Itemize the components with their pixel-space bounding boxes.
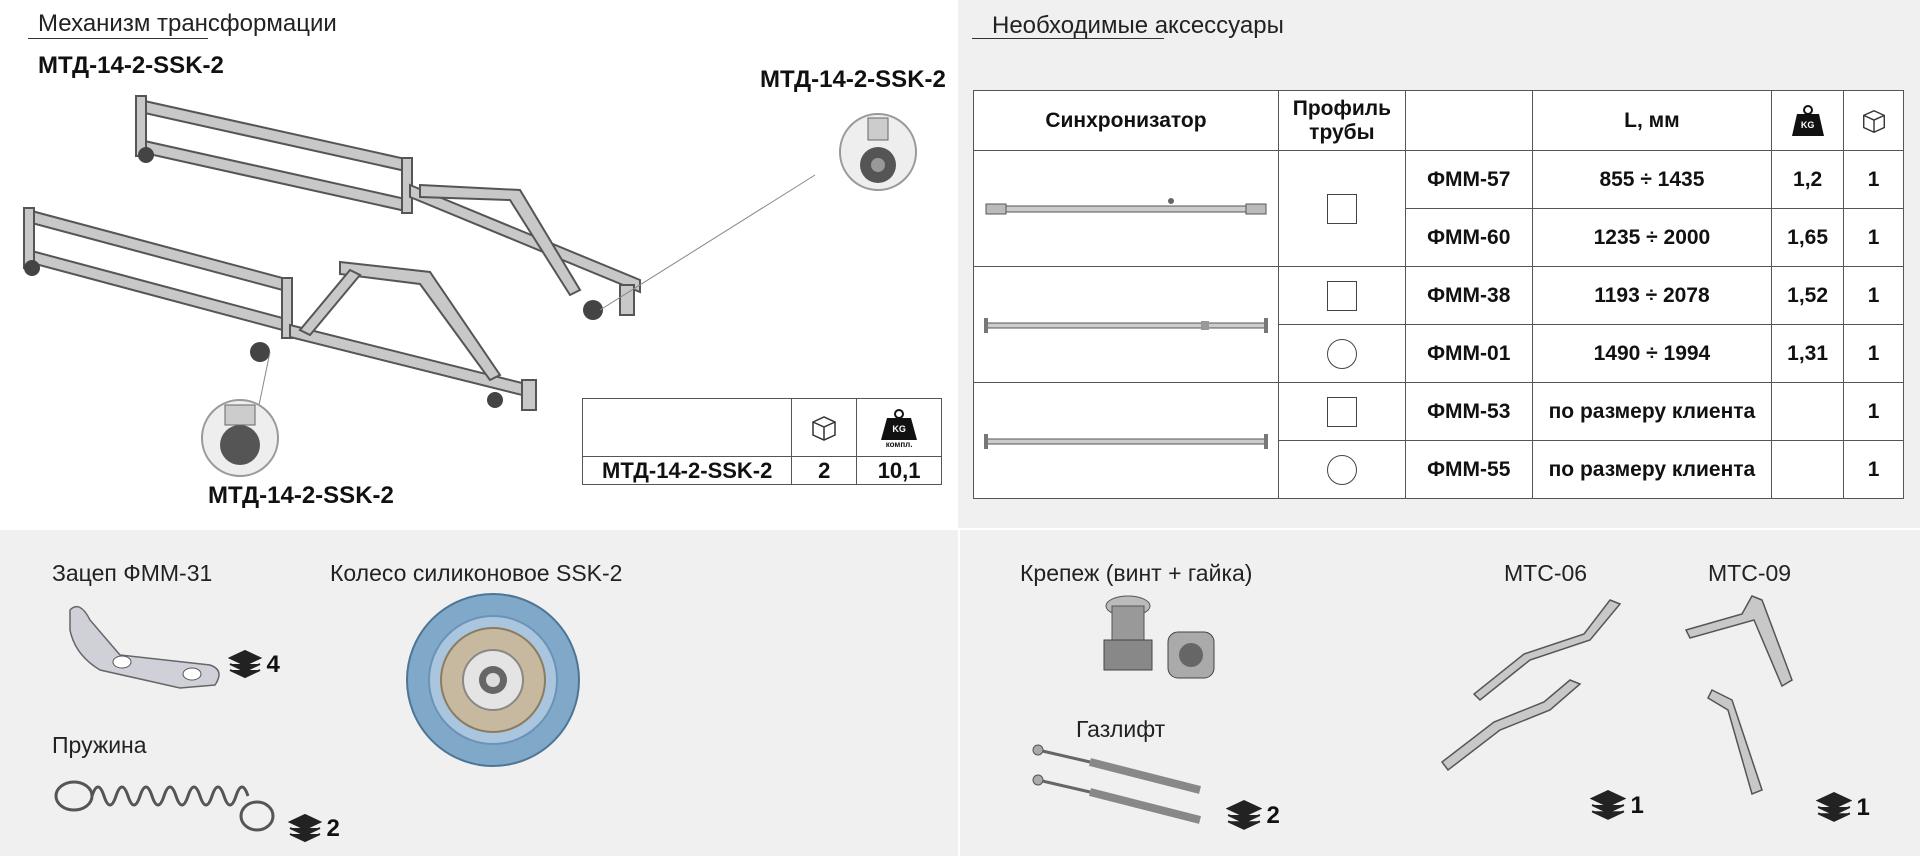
weight-cell: 1,65: [1771, 208, 1845, 267]
spring-qty: 2: [326, 815, 340, 842]
mtc06-label: МТС-06: [1504, 560, 1588, 586]
length-cell: 855 ÷ 1435: [1531, 150, 1773, 209]
code-cell: ФММ-60: [1404, 208, 1533, 267]
wheel-image: [406, 593, 580, 767]
square-profile-icon: [1326, 193, 1357, 224]
hook-qty-group: 4: [228, 650, 280, 680]
square-profile-icon: [1326, 396, 1357, 427]
title-underline: [28, 38, 208, 39]
length-cell: 1235 ÷ 2000: [1531, 208, 1773, 267]
spec-weight: 10,1: [856, 456, 942, 485]
gaslift-qty: 2: [1266, 802, 1280, 829]
qty-cell: 1: [1843, 382, 1904, 441]
header-length: L, мм: [1531, 90, 1773, 151]
gaslift-image: [1032, 744, 1201, 824]
weight-cell: 1,2: [1771, 150, 1845, 209]
stack-icon: [288, 814, 322, 843]
spring-label: Пружина: [52, 732, 147, 758]
weight-icon: KG: [1791, 104, 1825, 137]
model-label-top-left: МТД-14-2-SSK-2: [38, 52, 224, 79]
header-profile: Профиль трубы: [1277, 90, 1406, 151]
header-sync: Синхронизатор: [973, 90, 1279, 151]
header-box: [1843, 90, 1904, 151]
mechanism-spec-table: KG компл. МТД-14-2-SSK-2 2 10,1: [581, 398, 942, 485]
length-cell: 1490 ÷ 1994: [1531, 324, 1773, 383]
gaslift-qty-group: 2: [1226, 800, 1280, 832]
mechanism-drawing: [23, 95, 917, 477]
spec-header-box: [791, 398, 858, 457]
spring-qty-group: 2: [288, 814, 340, 844]
accessories-panel: Необходимые аксессуары Синхронизатор Про…: [958, 0, 1920, 528]
fastener-label: Крепеж (винт + гайка): [1020, 560, 1253, 586]
qty-cell: 1: [1843, 208, 1904, 267]
code-cell: ФММ-57: [1404, 150, 1533, 209]
profile-cell-3a: [1277, 382, 1406, 441]
code-cell: ФММ-53: [1404, 382, 1533, 441]
mechanism-panel: Механизм трансформации МТД-14-2-SSK-2 МТ…: [0, 0, 958, 528]
mtc09-qty: 1: [1856, 794, 1870, 821]
accessories-title-underline: [972, 38, 1164, 39]
accessories-title: Необходимые аксессуары: [992, 12, 1284, 39]
box-icon: [1862, 109, 1885, 133]
qty-cell: 1: [1843, 266, 1904, 325]
gaslift-label: Газлифт: [1076, 716, 1166, 742]
spec-qty: 2: [791, 456, 858, 485]
header-weight: KG: [1771, 90, 1845, 151]
mtc09-qty-group: 1: [1816, 792, 1870, 824]
stack-icon: [1590, 790, 1626, 820]
header-code: [1404, 90, 1533, 151]
profile-cell-1: [1277, 150, 1406, 267]
spec-header-blank: [581, 398, 793, 457]
code-cell: ФММ-01: [1404, 324, 1533, 383]
wheel-label: Колесо силиконовое SSK-2: [330, 560, 623, 586]
profile-cell-2a: [1277, 266, 1406, 325]
box-icon: [812, 415, 837, 441]
model-label-bottom: МТД-14-2-SSK-2: [208, 482, 394, 509]
hook-qty: 4: [266, 651, 280, 678]
spring-image: [54, 780, 275, 832]
square-profile-icon: [1326, 280, 1357, 311]
code-cell: ФММ-38: [1404, 266, 1533, 325]
weight-icon: KG компл.: [879, 408, 919, 449]
profile-cell-2b: [1277, 324, 1406, 383]
mtc06-qty: 1: [1630, 792, 1644, 819]
code-cell: ФММ-55: [1404, 440, 1533, 499]
parts-right-panel: Крепеж (винт + гайка) Газлифт 2 МТС-06 1…: [958, 528, 1920, 856]
qty-cell: 1: [1843, 324, 1904, 383]
mechanism-title: Механизм трансформации: [38, 10, 337, 37]
spec-model: МТД-14-2-SSK-2: [581, 456, 793, 485]
length-cell: 1193 ÷ 2078: [1531, 266, 1773, 325]
weight-cell: 1,52: [1771, 266, 1845, 325]
stack-icon: [1816, 792, 1852, 822]
weight-cell: [1771, 440, 1845, 499]
sync-image-1: [973, 150, 1279, 267]
mtc06-image: [1440, 599, 1622, 772]
model-label-top-right: МТД-14-2-SSK-2: [760, 66, 946, 93]
circle-profile-icon: [1326, 454, 1357, 485]
spec-header-weight: KG компл.: [856, 398, 942, 457]
profile-cell-3b: [1277, 440, 1406, 499]
sync-image-3: [973, 382, 1279, 499]
stack-icon: [228, 650, 262, 679]
accessories-table: Синхронизатор Профиль трубы L, мм KG ФММ…: [973, 90, 1904, 499]
hook-image: [69, 605, 220, 689]
qty-cell: 1: [1843, 150, 1904, 209]
length-cell: по размеру клиента: [1531, 382, 1773, 441]
weight-cell: [1771, 382, 1845, 441]
weight-cell: 1,31: [1771, 324, 1845, 383]
mtc09-label: МТС-09: [1708, 560, 1792, 586]
circle-profile-icon: [1326, 338, 1357, 369]
mtc06-qty-group: 1: [1590, 790, 1644, 822]
mtc09-image: [1684, 595, 1793, 796]
sync-image-2: [973, 266, 1279, 383]
stack-icon: [1226, 800, 1262, 830]
parts-left-panel: Зацеп ФММ-31 4 Пружина 2 Колесо силиконо…: [0, 528, 958, 856]
fastener-image: [1103, 595, 1215, 679]
hook-label: Зацеп ФММ-31: [52, 560, 213, 586]
qty-cell: 1: [1843, 440, 1904, 499]
length-cell: по размеру клиента: [1531, 440, 1773, 499]
